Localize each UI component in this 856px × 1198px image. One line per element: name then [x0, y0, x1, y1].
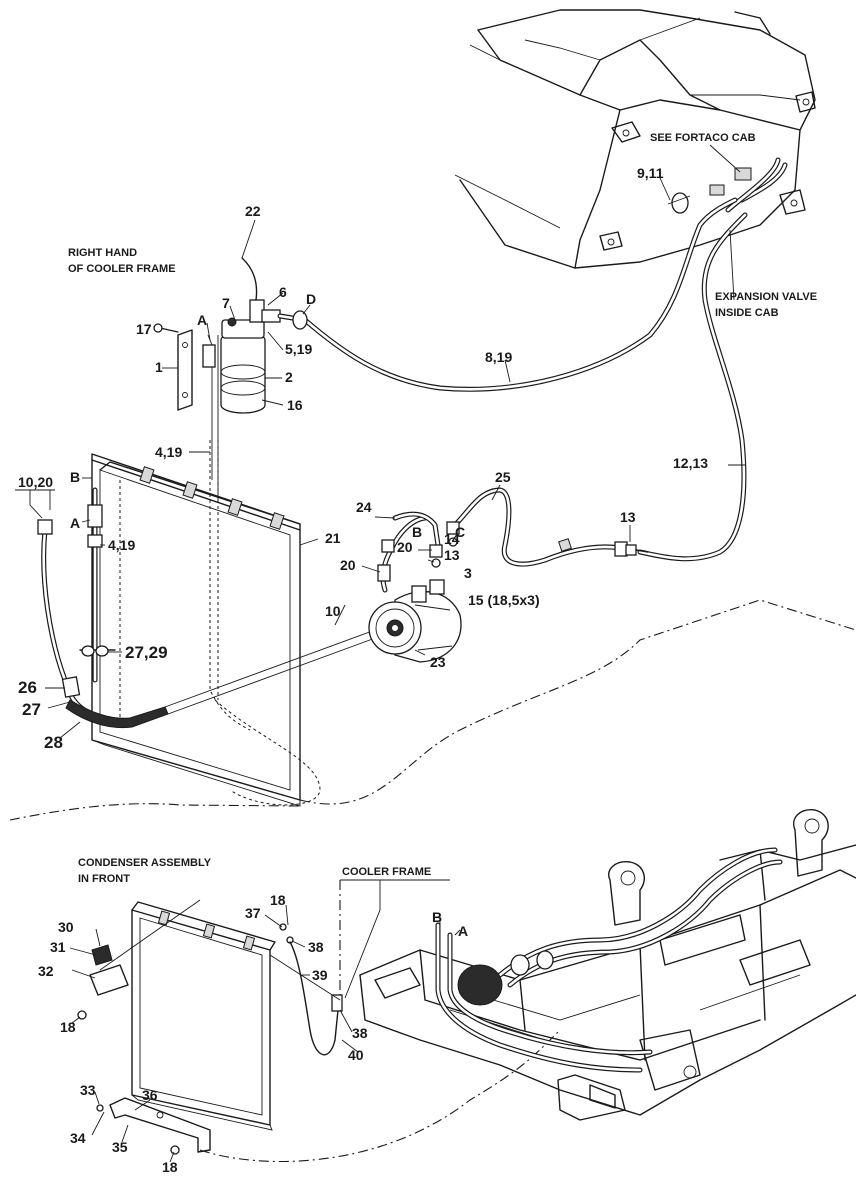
sensor-39 [269, 923, 343, 1056]
callout-33: 33 [80, 1082, 96, 1098]
callout-5-19: 5,19 [285, 341, 312, 357]
callout-38-a: 38 [308, 939, 324, 955]
callout-18-c: 18 [162, 1159, 178, 1175]
label-B-2: B [412, 524, 422, 540]
callout-7: 7 [222, 295, 230, 311]
callout-15: 15 (18,5x3) [468, 592, 540, 608]
note-condenser-2: IN FRONT [78, 873, 130, 885]
callout-8-19: 8,19 [485, 349, 512, 365]
label-A-1: A [197, 312, 207, 328]
note-expansion-1: EXPANSION VALVE [715, 291, 817, 303]
label-B-1: B [70, 469, 80, 485]
bracket-32 [77, 899, 201, 1020]
label-D: D [306, 291, 316, 307]
chassis-hoses [435, 847, 783, 1073]
callout-2: 2 [285, 369, 293, 385]
cab-body [454, 9, 816, 269]
notes: RIGHT HAND OF COOLER FRAME SEE FORTACO C… [68, 132, 817, 885]
callout-20-a: 20 [340, 557, 356, 573]
condenser-side-pipes [37, 487, 169, 729]
callout-30: 30 [58, 919, 74, 935]
pipe-8-19 [302, 197, 738, 392]
callout-20-b: 20 [397, 539, 413, 555]
compressor [368, 511, 462, 663]
callout-40: 40 [348, 1047, 364, 1063]
callout-23: 23 [430, 654, 446, 670]
condenser-upper [91, 440, 321, 807]
receiver-drier [153, 257, 308, 500]
callout-36: 36 [142, 1087, 158, 1103]
note-right-hand-2: OF COOLER FRAME [68, 263, 176, 275]
label-A-2: A [70, 515, 80, 531]
callout-4-19: 4,19 [155, 444, 182, 460]
bracket-36 [96, 1097, 211, 1155]
condenser-lower [131, 901, 276, 1131]
callout-22: 22 [245, 203, 261, 219]
chassis-frame [359, 809, 856, 1121]
callout-27-29: 27,29 [125, 643, 168, 662]
callout-9-11: 9,11 [637, 165, 664, 181]
callout-37: 37 [245, 905, 261, 921]
callouts: 22 6 D 7 A 17 5,19 1 2 16 4,19 8,19 12,1… [18, 165, 708, 1175]
note-expansion-2: INSIDE CAB [715, 307, 779, 319]
callout-24: 24 [356, 499, 372, 515]
callout-1: 1 [155, 359, 163, 375]
callout-25: 25 [495, 469, 511, 485]
note-condenser-1: CONDENSER ASSEMBLY [78, 857, 212, 869]
callout-17: 17 [136, 321, 152, 337]
leader-lines [15, 144, 745, 1163]
callout-31: 31 [50, 939, 66, 955]
section-boundary [9, 599, 856, 1163]
callout-28: 28 [44, 733, 63, 752]
callout-38-b: 38 [352, 1025, 368, 1041]
label-A-3: A [458, 923, 468, 939]
callout-26: 26 [18, 678, 37, 697]
note-right-hand-1: RIGHT HAND [68, 247, 137, 259]
note-see-fortaco: SEE FORTACO CAB [650, 132, 756, 144]
callout-18-b: 18 [270, 892, 286, 908]
callout-6: 6 [279, 284, 287, 300]
label-C: C [455, 524, 465, 540]
callout-34: 34 [70, 1130, 86, 1146]
note-cooler-frame: COOLER FRAME [342, 866, 431, 878]
pipe-25 [452, 487, 623, 567]
callout-32: 32 [38, 963, 54, 979]
callout-16: 16 [287, 397, 303, 413]
callout-4-19-b: 4,19 [108, 537, 135, 553]
callout-14: 14 [444, 531, 460, 547]
fitting-13 [614, 541, 649, 557]
callout-10-20: 10,20 [18, 474, 53, 490]
pipe-10 [164, 629, 379, 715]
callout-10: 10 [325, 603, 341, 619]
callout-35: 35 [112, 1139, 128, 1155]
callout-12-13: 12,13 [673, 455, 708, 471]
pipe-12-13 [637, 212, 748, 562]
callout-3: 3 [464, 565, 472, 581]
callout-13-a: 13 [620, 509, 636, 525]
callout-27: 27 [22, 700, 41, 719]
callout-18-a: 18 [60, 1019, 76, 1035]
callout-21: 21 [325, 530, 341, 546]
label-B-3: B [432, 909, 442, 925]
callout-39: 39 [312, 967, 328, 983]
callout-13-b: 13 [444, 547, 460, 563]
